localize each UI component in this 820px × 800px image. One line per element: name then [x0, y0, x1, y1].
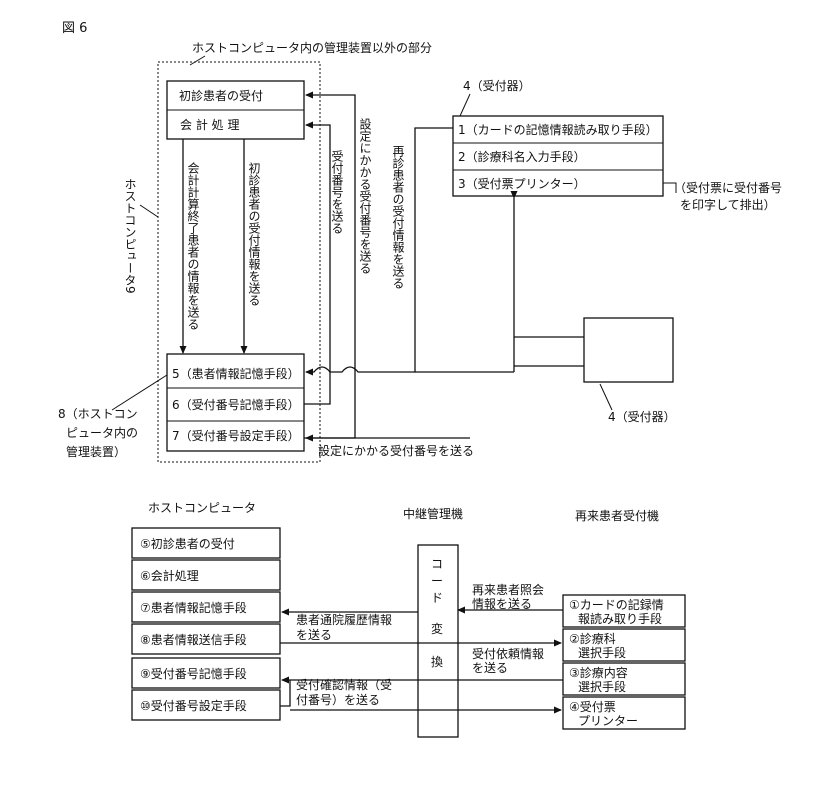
label-confirm-line2: 付番号）を送る	[296, 692, 380, 707]
revisit-item-4-line2: プリンター	[578, 714, 638, 728]
label-confirm-line1: 受付確認情報（受	[296, 677, 392, 692]
revisit-item-3-line1: ③診療内容	[569, 665, 628, 680]
revisit-item-1-line1: ①カードの記録情	[569, 597, 664, 612]
reception-number-storage: 6（受付番号記憶手段）	[172, 397, 300, 412]
host-management-device-box: 5（患者情報記憶手段） 6（受付番号記憶手段） 7（受付番号設定手段）	[166, 353, 305, 452]
upper-host-box: 初診患者の受付 会 計 処 理	[166, 80, 305, 140]
label-revisit-info: 再診患者の受付情報を送る	[391, 145, 405, 289]
code-conversion-box	[417, 544, 459, 738]
host-item-7: ⑦患者情報記憶手段	[140, 600, 247, 615]
bottom-host-title: ホストコンピュータ	[148, 501, 256, 515]
host-item-5: ⑤初診患者の受付	[140, 536, 235, 551]
line-host10-up	[280, 680, 291, 707]
accounting-processing: 会 計 処 理	[180, 117, 239, 132]
label-first-visit-info: 初診患者の受付情報を送る	[247, 162, 261, 306]
mgmt-label-line2: ピュータ内の	[66, 426, 138, 440]
revisit-item-4-line1: ④受付票	[569, 700, 616, 714]
revisit-item-3-line2: 選択手段	[578, 679, 626, 694]
revisit-item-2-line2: 選択手段	[578, 645, 626, 660]
relay-title: 中継管理機	[403, 506, 463, 521]
host-item-8: ⑧患者情報送信手段	[140, 632, 247, 647]
department-input-item: 2（診療科名入力手段）	[458, 149, 586, 164]
label-query-line2: 情報を送る	[472, 596, 532, 611]
label-send-set-number: 設定にかかる受付番号を送る	[358, 117, 372, 274]
label-bottom-set-number: 設定にかかる受付番号を送る	[318, 443, 474, 458]
leader-receiver2	[599, 383, 613, 411]
first-visit-reception: 初診患者の受付	[179, 88, 263, 103]
label-send-number: 受付番号を送る	[330, 150, 344, 234]
leader-receiver	[459, 93, 471, 117]
host-item-9: ⑨受付番号記憶手段	[140, 666, 247, 681]
code-char-3: ド	[431, 591, 443, 605]
card-reader-item: 1（カードの記憶情報読み取り手段）	[458, 122, 658, 137]
mgmt-label-line3: 管理装置）	[66, 444, 126, 459]
figure-label: 図 6	[62, 21, 87, 36]
receiver-box: 1（カードの記憶情報読み取り手段） 2（診療科名入力手段） 3（受付票プリンター…	[452, 115, 664, 197]
code-char-2: ー	[431, 574, 443, 588]
revisit-item-2-line1: ②診療科	[569, 631, 616, 646]
ticket-printer-item: 3（受付票プリンター）	[458, 177, 586, 191]
leader-mgmt-device	[111, 374, 168, 411]
label-request-line2: を送る	[472, 660, 508, 675]
label-accounting-done: 会計計算終了患者の情報を送る	[186, 162, 200, 330]
revisit-title: 再来患者受付機	[575, 508, 659, 523]
revisit-item-1-line2: 報読み取り手段	[578, 611, 662, 626]
print-note-line1: （受付票に受付番号	[674, 181, 782, 195]
patient-info-storage: 5（患者情報記憶手段）	[172, 366, 300, 381]
receiver-label: 4（受付器）	[463, 79, 531, 93]
host-computer-outline	[157, 61, 321, 463]
host-computer-label: ホストコンピュータ9	[123, 178, 137, 294]
print-note-line2: を印字して排出）	[680, 197, 776, 212]
host-other-part-label: ホストコンピュータ内の管理装置以外の部分	[192, 40, 432, 55]
host-item-10: ⑩受付番号設定手段	[140, 698, 247, 713]
revisit-receiver-box: ①カードの記録情 報読み取り手段 ②診療科 選択手段 ③診療内容 選択手段 ④受…	[562, 594, 686, 730]
label-history-line1: 患者通院履歴情報	[296, 613, 392, 627]
arrow-send-number	[304, 121, 331, 405]
receiver2-box	[583, 317, 674, 383]
print-note-leader	[663, 182, 677, 193]
code-char-4: 変	[431, 621, 443, 636]
code-char-1: コ	[431, 557, 443, 571]
code-char-5: 換	[431, 655, 443, 669]
host-computer-label-group: ホストコンピュータ9	[123, 178, 159, 294]
host-item-6: ⑥会計処理	[140, 568, 199, 583]
receiver2-label: 4（受付器）	[608, 410, 676, 424]
reception-number-setting: 7（受付番号設定手段）	[172, 428, 300, 443]
mgmt-label-line1: 8（ホストコン	[58, 407, 138, 421]
arrow-revisit-info	[305, 127, 453, 376]
leader-other-part	[189, 55, 206, 66]
label-query-line1: 再来患者照会	[472, 583, 544, 597]
leader-host-computer	[139, 204, 159, 218]
label-request-line1: 受付依頼情報	[472, 646, 544, 661]
bottom-host-box: ⑤初診患者の受付 ⑥会計処理 ⑦患者情報記憶手段 ⑧患者情報送信手段 ⑨受付番号…	[131, 527, 281, 721]
label-history-line2: を送る	[296, 627, 332, 642]
